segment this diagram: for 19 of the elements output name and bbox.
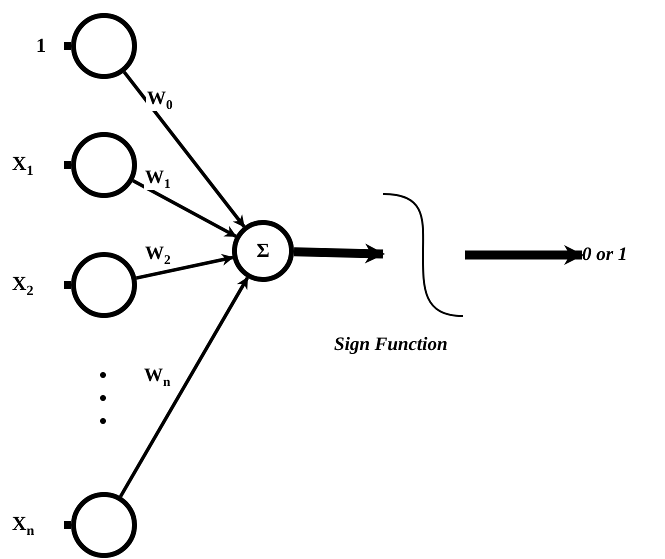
input-label: 1 bbox=[36, 36, 46, 56]
function-caption: Sign Function bbox=[334, 335, 448, 354]
arrow bbox=[136, 254, 234, 280]
input-label: X$_{n}$ bbox=[12, 514, 34, 539]
weight-label: W$_{0}$ bbox=[146, 89, 174, 112]
arrow bbox=[294, 244, 385, 264]
input-label: X$_{2}$ bbox=[12, 274, 34, 299]
arrow bbox=[122, 71, 246, 228]
arrow bbox=[119, 276, 249, 498]
input-label: X$_{1}$ bbox=[12, 154, 34, 179]
output-label: 0 or 1 bbox=[582, 240, 664, 270]
summation-node bbox=[232, 220, 294, 282]
weight-label: W$_{2}$ bbox=[144, 244, 172, 266]
sigma-symbol: Σ bbox=[256, 240, 270, 262]
weight-label: W$_{1}$ bbox=[144, 168, 172, 190]
arrow bbox=[132, 179, 237, 238]
sign-function-curve bbox=[383, 192, 465, 318]
weight-label: W$_{n}$ bbox=[143, 366, 172, 388]
arrow bbox=[465, 245, 584, 265]
